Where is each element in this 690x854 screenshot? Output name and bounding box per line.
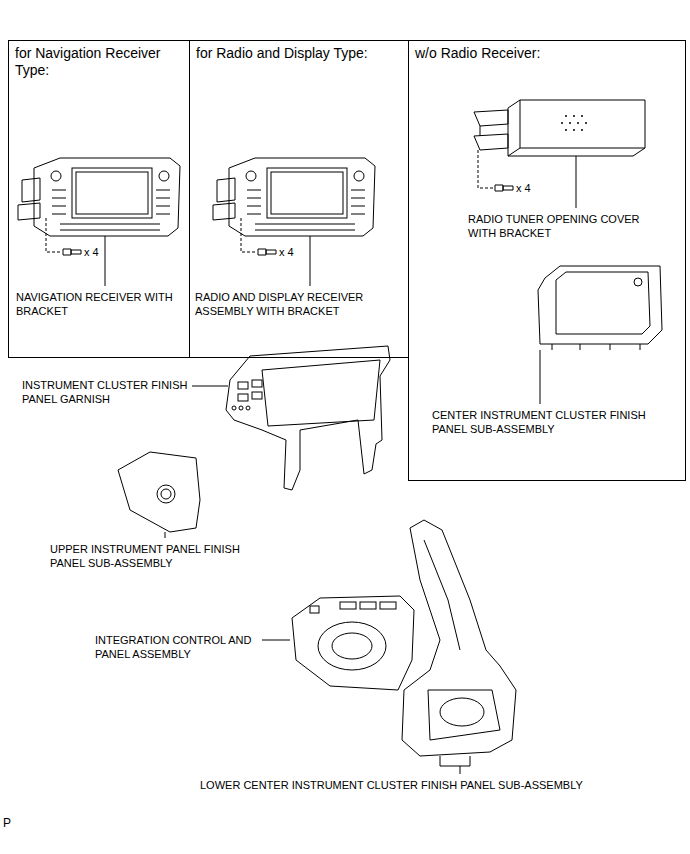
part-label: RADIO AND DISPLAY RECEIVER ASSEMBLY WITH… [195, 290, 405, 318]
panel-heading: w/o Radio Receiver: [409, 41, 671, 66]
finish-panel-garnish-drawing [192, 346, 390, 490]
page-mark: P [3, 816, 11, 830]
center-finish-panel-drawing [538, 266, 662, 404]
quantity-label: x 4 [516, 181, 531, 195]
part-label: CENTER INSTRUMENT CLUSTER FINISH PANEL S… [432, 408, 647, 436]
integration-control-drawing [262, 596, 414, 690]
part-label: INTEGRATION CONTROL AND PANEL ASSEMBLY [95, 633, 257, 661]
panel-heading: for Navigation Receiver Type: [9, 41, 189, 83]
panel-heading: for Radio and Display Type: [190, 41, 402, 66]
radio-tuner-cover-drawing [474, 100, 645, 208]
part-label: UPPER INSTRUMENT PANEL FINISH PANEL SUB-… [50, 542, 265, 570]
part-label: INSTRUMENT CLUSTER FINISH PANEL GARNISH [22, 378, 190, 406]
quantity-label: x 4 [279, 245, 294, 259]
upper-finish-panel-drawing [118, 452, 200, 538]
part-label: RADIO TUNER OPENING COVER WITH BRACKET [468, 212, 643, 240]
quantity-label: x 4 [84, 245, 99, 259]
lower-center-panel-drawing [402, 520, 516, 774]
part-label: LOWER CENTER INSTRUMENT CLUSTER FINISH P… [200, 778, 583, 792]
radio-display-receiver-drawing [213, 158, 375, 286]
part-label: NAVIGATION RECEIVER WITH BRACKET [16, 290, 186, 318]
navigation-receiver-drawing [18, 158, 180, 286]
